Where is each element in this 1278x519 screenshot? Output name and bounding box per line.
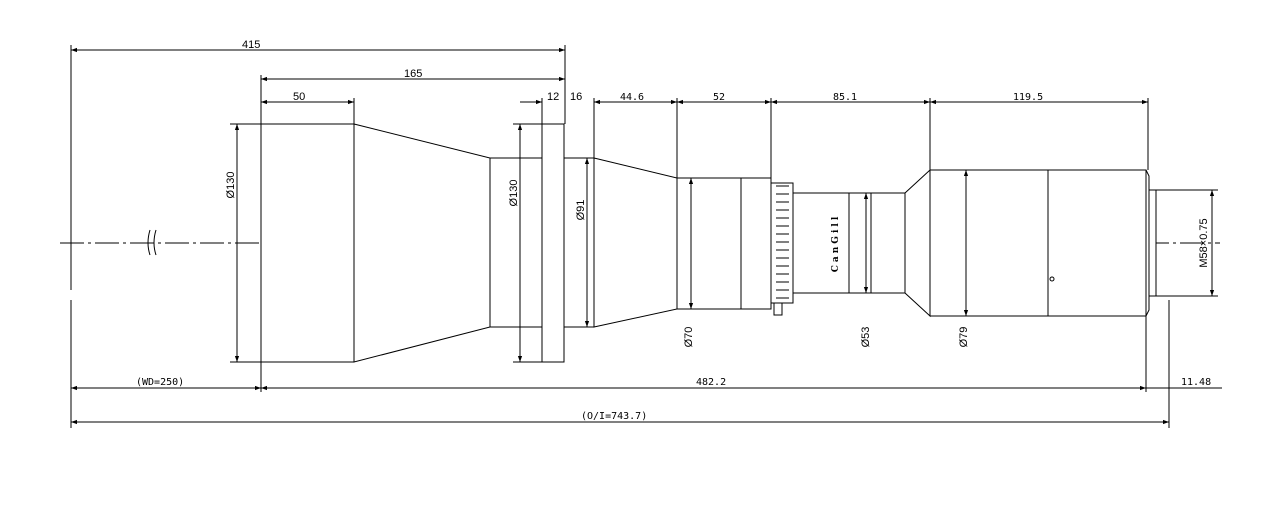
dim-12: 12 <box>547 91 559 103</box>
dim-52: 52 <box>713 92 725 103</box>
break-mark <box>147 229 157 256</box>
dim-119-5: 119.5 <box>1013 92 1043 103</box>
dim-415: 415 <box>242 39 260 51</box>
dim-85-1: 85.1 <box>833 92 857 103</box>
dim-50: 50 <box>293 91 305 103</box>
diameter-dimensions <box>230 123 1218 363</box>
dia-79: Ø79 <box>958 327 970 348</box>
dim-wd: (WD=250) <box>136 377 184 388</box>
dia-130-flange: Ø130 <box>508 180 520 207</box>
dim-oi: (O/I=743.7) <box>581 411 647 422</box>
brand-label: CanGill <box>831 214 841 272</box>
dim-44-6: 44.6 <box>620 92 644 103</box>
lens-body <box>260 123 1157 363</box>
bottom-dimensions <box>70 300 1222 428</box>
dia-91: Ø91 <box>575 200 587 221</box>
dim-16: 16 <box>570 91 582 103</box>
dia-130-front: Ø130 <box>225 172 237 199</box>
dia-70: Ø70 <box>683 327 695 348</box>
top-dimensions <box>70 45 1149 290</box>
dim-165: 165 <box>404 68 422 80</box>
dia-53: Ø53 <box>860 327 872 348</box>
thread-m58: M58×0.75 <box>1198 218 1210 267</box>
dim-482-2: 482.2 <box>696 377 726 388</box>
dim-11-48: 11.48 <box>1181 377 1211 388</box>
